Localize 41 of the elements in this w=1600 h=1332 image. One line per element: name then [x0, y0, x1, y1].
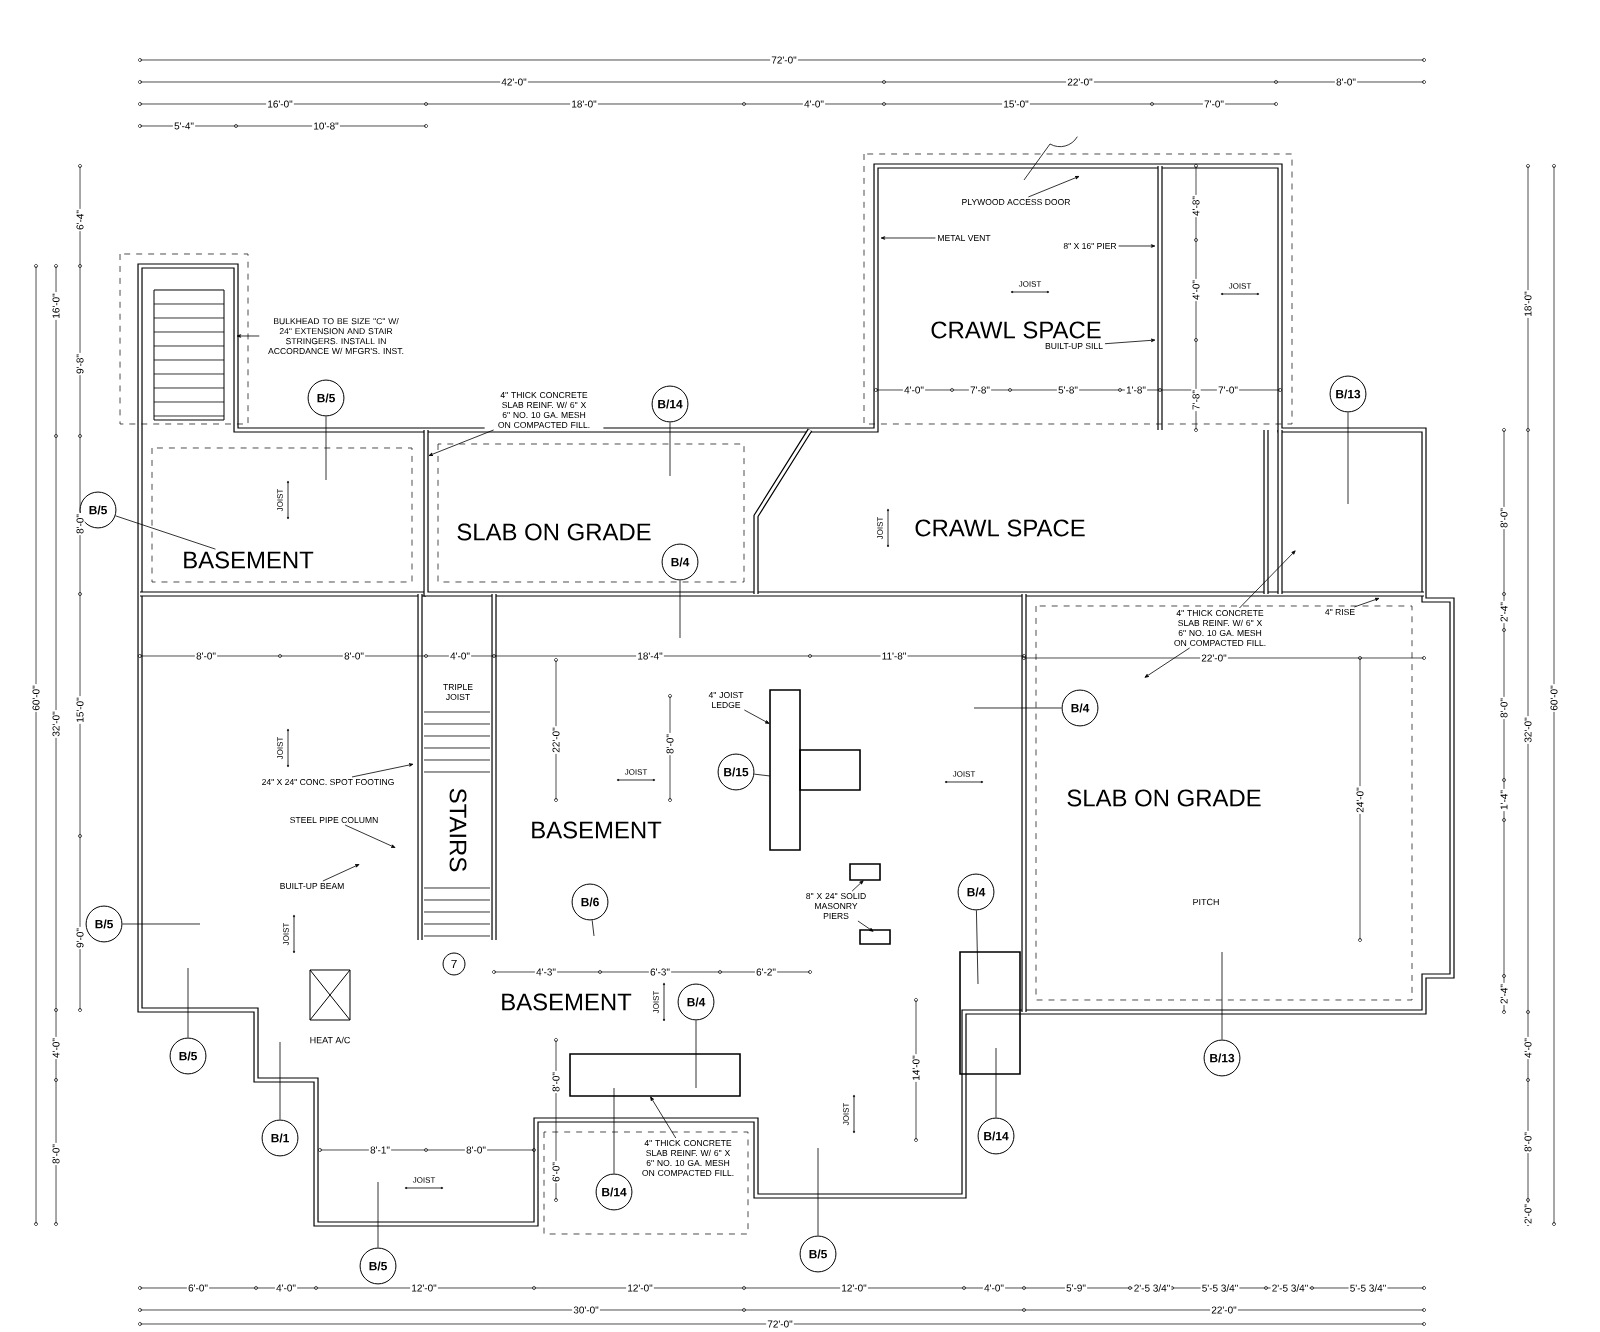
leader-line	[851, 880, 864, 892]
leader-line	[995, 1047, 997, 1118]
room-label: SLAB ON GRADE	[457, 523, 651, 541]
leader-line	[1028, 176, 1080, 198]
leader-line	[880, 236, 936, 240]
leader-line	[679, 580, 681, 639]
leader-line	[236, 334, 260, 338]
leader-line	[322, 864, 360, 882]
leader-line	[743, 709, 770, 724]
leader-line	[115, 515, 216, 550]
room-label: CRAWL SPACE	[915, 519, 1085, 537]
leader-line	[591, 919, 595, 937]
leader-line	[1104, 338, 1156, 345]
leader-line	[857, 920, 874, 932]
room-label: BASEMENT	[532, 821, 662, 839]
room-label: CRAWL SPACE	[931, 321, 1101, 339]
leader-line	[351, 763, 414, 778]
leader-line	[973, 707, 1062, 709]
leader-line	[279, 1041, 281, 1120]
leader-line	[1144, 647, 1191, 678]
leader-line	[1239, 550, 1296, 609]
leader-line	[669, 422, 671, 477]
leader-line	[325, 416, 327, 481]
leader-line	[1221, 951, 1223, 1040]
leader-line	[753, 773, 771, 777]
stairs-label: STAIRS	[449, 788, 467, 872]
leader-line	[976, 910, 979, 985]
leader-line	[817, 1147, 819, 1236]
leader-line	[187, 967, 189, 1038]
leader-line	[650, 1096, 677, 1139]
room-label: SLAB ON GRADE	[1067, 789, 1261, 807]
leader-line	[1353, 597, 1380, 608]
leader-line	[377, 1181, 379, 1248]
leader-line	[613, 1087, 615, 1174]
leader-line	[122, 923, 201, 925]
room-label: BASEMENT	[502, 993, 632, 1011]
leader-line	[344, 824, 396, 848]
leader-line	[1347, 412, 1349, 505]
room-label: BASEMENT	[184, 551, 314, 569]
leader-line	[1118, 244, 1156, 248]
leader-line	[695, 1020, 697, 1089]
